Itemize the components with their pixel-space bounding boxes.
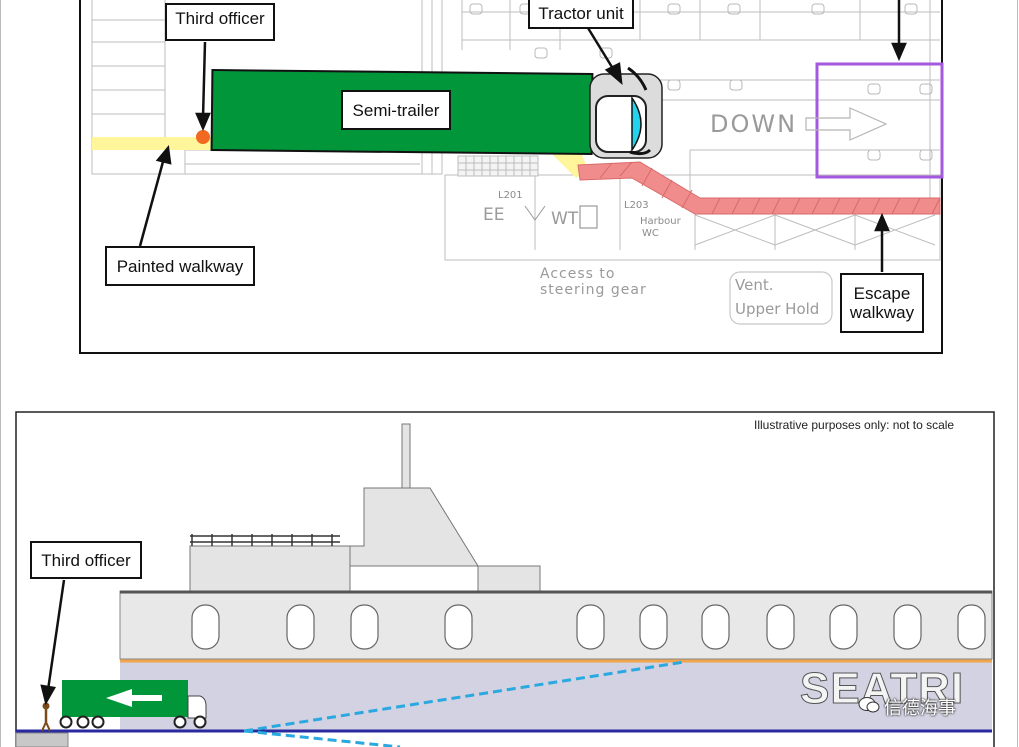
page-edge-left: [0, 0, 1, 747]
sight-line-upper: [243, 660, 685, 733]
deckhouse-right: [477, 565, 541, 592]
callout-escape-walkway: Escape walkway: [840, 273, 924, 333]
access-text-1: Access to: [540, 266, 615, 282]
callout-painted-walkway: Painted walkway: [105, 246, 255, 286]
access-text-2: steering gear: [540, 282, 647, 298]
highlight-box: [815, 62, 944, 179]
down-text: DOWN: [710, 110, 797, 138]
down-arrow: [805, 107, 888, 141]
mast: [401, 423, 411, 489]
ship-elevation-diagram: [15, 411, 995, 747]
car-deck: [120, 661, 992, 731]
truck-shape: [59, 680, 207, 729]
vent-text-1: Vent.: [735, 276, 773, 294]
grating: [457, 155, 539, 177]
callout-third-officer-top: Third officer: [165, 3, 275, 41]
wechat-icon: [858, 697, 880, 713]
callout-tractor-unit-text: Tractor unit: [538, 4, 624, 23]
sight-line-lower: [243, 729, 401, 747]
callout-painted-walkway-text: Painted walkway: [116, 257, 244, 276]
page-edge-right: [1017, 0, 1018, 747]
callout-semi-trailer: Semi-trailer: [341, 90, 451, 130]
painted-walkway-strip: [92, 137, 215, 150]
room-harbour-2: WC: [642, 228, 659, 239]
room-ee-symbol: [524, 205, 546, 221]
portholes: [191, 604, 986, 650]
third-officer-marker: [196, 130, 210, 144]
callout-escape-walkway-line1: Escape: [853, 284, 911, 303]
painted-walkway-front: [548, 150, 588, 178]
callout-tractor-unit: Tractor unit: [528, 0, 634, 29]
tractor-unit-shape: [589, 66, 663, 159]
callout-escape-walkway-line2: walkway: [849, 303, 915, 322]
deckhouse-left: [189, 545, 351, 592]
room-l201: L201: [498, 190, 523, 201]
escape-walkway-hatch: [599, 161, 941, 215]
callout-third-officer-top-text: Third officer: [175, 9, 265, 28]
bottom-callout-arrow: [40, 579, 66, 706]
quay: [15, 732, 69, 747]
callout-arrows: [138, 0, 907, 272]
vent-text-2: Upper Hold: [735, 300, 819, 318]
third-officer-figure: [41, 702, 51, 732]
callout-third-officer-bottom-text: Third officer: [41, 551, 131, 570]
escape-walkway: [577, 161, 941, 215]
seatri-watermark: SEATRI: [799, 664, 965, 714]
not-to-scale-note: Illustrative purposes only: not to scale: [754, 418, 955, 432]
room-ee: EE: [483, 205, 504, 225]
hull-upper: [119, 590, 993, 660]
deck-plan-diagram: DOWN L201 EE WT L203 Harbour WC Access t…: [79, 0, 944, 354]
callout-semi-trailer-text: Semi-trailer: [352, 101, 440, 120]
room-wt-symbol: [579, 205, 598, 229]
room-l203: L203: [624, 200, 649, 211]
callout-third-officer-bottom: Third officer: [30, 541, 142, 579]
room-wt: WT: [551, 209, 579, 229]
vent-box: [729, 271, 833, 325]
railing: [190, 534, 340, 546]
room-harbour-1: Harbour: [640, 216, 682, 227]
wechat-account-watermark: 信德海事: [884, 698, 956, 719]
